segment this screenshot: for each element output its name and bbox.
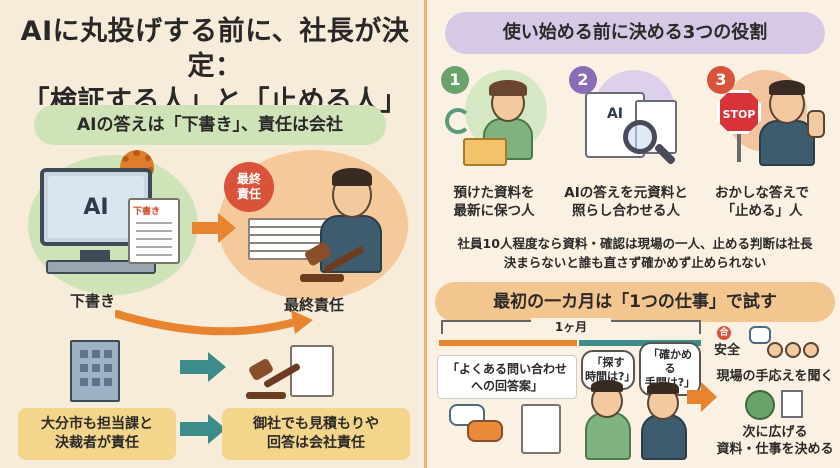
left-heading-pill: AIの答えは「下書き」、責任は会社 xyxy=(34,105,386,145)
oita-city-box: 大分市も担当課と 決裁者が責任 xyxy=(18,408,176,460)
next-expand-label: 次に広げる 資料・仕事を決める xyxy=(716,425,834,457)
arrow-right-icon xyxy=(192,222,220,234)
page-title: AIに丸投げする前に、社長が決定： 「検証する人」と「止める人」 xyxy=(20,14,410,119)
arrow-right-icon xyxy=(180,360,210,374)
chat-bubble-icon xyxy=(467,420,503,442)
arrow-right-icon xyxy=(180,422,210,436)
label-final-responsibility: 最終責任 xyxy=(284,296,345,314)
document-icon xyxy=(781,390,803,418)
worker-icon xyxy=(585,412,631,460)
safe-label: 安全 xyxy=(713,343,740,358)
right-panel: 使い始める前に決める3つの役割 1 預けた資料を 最新に保つ人 2 AI AIの… xyxy=(424,0,840,468)
role-2-number: 2 xyxy=(569,66,597,94)
note-text: 社員10人程度なら資料・確認は現場の一人、止める判断は社長 決まらないと誰も直さ… xyxy=(457,236,813,270)
role-3-text: おかしな答えで 「止める」人 xyxy=(714,185,810,219)
chat-bubble-icon xyxy=(749,326,771,344)
one-month-label: 1ヶ月 xyxy=(531,318,611,335)
magnifier-icon xyxy=(623,120,657,154)
role-1-number: 1 xyxy=(441,66,469,94)
faq-answer-box: 「よくある問い合わせ への回答案」 xyxy=(437,355,577,399)
timeline-bar xyxy=(439,340,701,346)
company-responsibility-box: 御社でも見積もりや 回答は会社責任 xyxy=(222,408,410,460)
role-1-text: 預けた資料を 最新に保つ人 xyxy=(453,185,535,219)
final-responsibility-badge: 最終 責任 xyxy=(224,162,274,212)
folder-icon xyxy=(463,138,507,166)
draft-tag: 下書き xyxy=(133,207,161,217)
label-draft: 下書き xyxy=(70,292,116,310)
title-line-1: AIに丸投げする前に、社長が決定： xyxy=(20,16,410,82)
monitor-stand xyxy=(80,250,110,260)
raised-hand-icon xyxy=(807,110,825,138)
role-3-number: 3 xyxy=(707,66,735,94)
person-icon xyxy=(745,390,775,420)
feedback-label: 現場の手応えを聞く xyxy=(716,369,834,384)
right-heading-pill: 使い始める前に決める3つの役割 xyxy=(445,12,825,54)
document-pen-icon xyxy=(521,404,561,454)
safe-icon: 合 xyxy=(717,326,731,340)
team-icon xyxy=(767,342,819,366)
businessman-icon xyxy=(641,414,687,460)
left-panel: AIに丸投げする前に、社長が決定： 「検証する人」と「止める人」 AIの答えは「… xyxy=(18,14,410,460)
role-2-text: AIの答えを元資料と 照らし合わせる人 xyxy=(564,185,688,219)
paper-stack-icon xyxy=(248,218,340,264)
refresh-icon xyxy=(445,108,471,134)
document-icon xyxy=(290,345,334,397)
curved-arrow-icon xyxy=(115,310,313,336)
stop-sign-icon: STOP xyxy=(717,90,761,134)
draft-document-icon: 下書き xyxy=(128,198,180,264)
city-building-icon xyxy=(70,340,120,402)
first-month-pill: 最初の一カ月は「1つの仕事」で試す xyxy=(435,282,835,322)
arrow-right-icon xyxy=(687,390,703,404)
